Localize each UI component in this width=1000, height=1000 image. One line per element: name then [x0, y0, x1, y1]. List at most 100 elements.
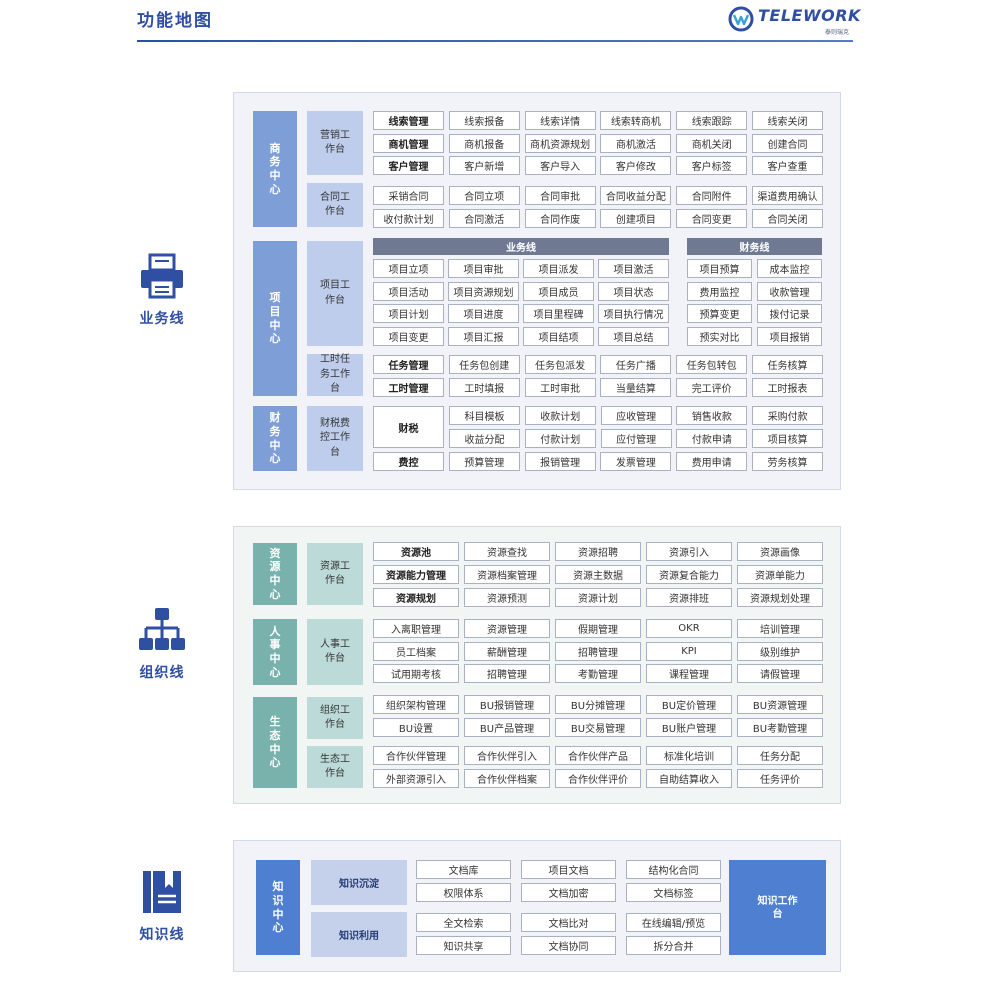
finance-center-label: 财务中心	[269, 411, 281, 466]
function-cell: 任务核算	[752, 355, 823, 374]
function-cell: 渠道费用确认	[752, 186, 823, 205]
function-cell: BU设置	[373, 718, 459, 737]
function-cell: 收益分配	[449, 428, 520, 448]
function-cell: 试用期考核	[373, 664, 459, 683]
function-cell: 假期管理	[555, 619, 641, 638]
org-chart-icon	[139, 608, 185, 650]
function-cell: 当量结算	[600, 377, 672, 397]
function-cell: 资源查找	[464, 542, 550, 561]
function-cell: 项目变更	[373, 326, 444, 346]
hr-center-label: 人事中心	[269, 624, 281, 679]
eco-workbench-label: 生态工作台	[320, 753, 350, 780]
function-cell: 任务广播	[600, 355, 672, 374]
function-cell: 项目结项	[523, 326, 594, 346]
function-cell: 项目核算	[752, 428, 824, 448]
function-cell: 资源画像	[737, 542, 823, 561]
finance-center: 财务中心	[253, 406, 297, 471]
function-cell: 创建合同	[752, 133, 823, 153]
function-cell: 工时报表	[752, 377, 823, 397]
marketing-workbench: 营销工作台	[307, 111, 363, 175]
function-cell: BU分摊管理	[555, 695, 641, 714]
function-cell: 线索管理	[373, 111, 444, 130]
function-cell: 合同收益分配	[600, 186, 672, 205]
function-cell: 项目汇报	[448, 326, 519, 346]
function-cell: 请假管理	[737, 664, 823, 683]
function-cell: 任务评价	[737, 769, 823, 788]
function-cell: 费用申请	[676, 452, 748, 471]
function-cell: OKR	[646, 619, 732, 638]
function-cell: 外部资源引入	[373, 769, 459, 788]
function-cell: 预算变更	[687, 304, 752, 323]
function-cell: 线索跟踪	[676, 111, 748, 130]
commerce-center: 商务中心	[253, 111, 297, 227]
logo-text: TELEWORK	[758, 6, 861, 25]
function-cell: 收款计划	[524, 406, 596, 425]
function-cell: 采购付款	[752, 406, 824, 425]
finance-line-band: 财务线	[687, 238, 822, 255]
function-cell: 线索报备	[448, 111, 520, 130]
function-cell: 项目资源规划	[448, 281, 519, 301]
function-cell: 资源主数据	[555, 565, 641, 584]
company-logo: TELEWORK 泰则瑞克	[728, 4, 860, 36]
function-cell: 项目成员	[523, 281, 594, 301]
function-cell: 培训管理	[737, 619, 823, 638]
function-cell: 任务分配	[737, 746, 823, 765]
function-cell: 工时审批	[524, 377, 596, 397]
function-cell: 发票管理	[600, 452, 672, 471]
function-cell: 课程管理	[646, 664, 732, 683]
function-cell: 合同激活	[448, 208, 520, 228]
function-cell: 客户修改	[600, 156, 672, 175]
function-cell: 客户导入	[524, 156, 596, 175]
function-cell: 任务包派发	[524, 355, 596, 374]
function-cell: 资源复合能力	[646, 565, 732, 584]
function-cell: 资源引入	[646, 542, 732, 561]
function-cell: BU产品管理	[464, 718, 550, 737]
hr-workbench: 人事工作台	[307, 619, 363, 685]
function-cell: 线索详情	[524, 111, 596, 130]
fin-workbench-label: 财税费控工作台	[320, 417, 350, 458]
function-cell: 权限体系	[416, 883, 511, 902]
function-cell: 合作伙伴引入	[464, 746, 550, 765]
logo-subtitle: 泰则瑞克	[825, 29, 850, 36]
function-cell: 商机激活	[600, 133, 672, 153]
hr-center: 人事中心	[253, 619, 297, 685]
function-cell: 劳务核算	[752, 452, 823, 471]
function-cell: 项目派发	[523, 259, 594, 278]
function-cell: 资源计划	[555, 588, 641, 607]
function-cell: 商机报备	[448, 133, 520, 153]
page-title: 功能地图	[137, 11, 213, 31]
function-cell: 成本监控	[757, 259, 822, 278]
function-cell: 招聘管理	[555, 641, 641, 661]
function-cell: 客户管理	[373, 156, 444, 175]
function-cell: 合作伙伴档案	[464, 769, 550, 788]
function-cell: BU定价管理	[646, 695, 732, 714]
function-cell: 资源预测	[464, 588, 550, 607]
business-line-label: 业务线	[127, 252, 197, 328]
function-cell: 资源能力管理	[373, 565, 459, 584]
function-cell: BU考勤管理	[737, 718, 823, 737]
eco-center: 生态中心	[253, 697, 297, 788]
commerce-center-label: 商务中心	[269, 141, 281, 196]
function-cell: 工时管理	[373, 377, 444, 397]
function-cell: 资源档案管理	[464, 565, 550, 584]
function-cell: 项目计划	[373, 304, 444, 323]
function-cell: 资源池	[373, 542, 459, 561]
knowledge-deposit-workbench: 知识沉淀	[311, 860, 407, 905]
function-cell: 收款管理	[757, 281, 822, 301]
function-cell: BU报销管理	[464, 695, 550, 714]
function-cell: 客户新增	[448, 156, 520, 175]
function-cell: 项目立项	[373, 259, 444, 278]
function-cell: 收付款计划	[373, 208, 444, 228]
org-workbench-label: 组织工作台	[320, 704, 350, 731]
function-cell: 薪酬管理	[464, 641, 550, 661]
project-center-label: 项目中心	[269, 291, 281, 346]
function-cell: 合作伙伴评价	[555, 769, 641, 788]
function-cell: 拨付记录	[757, 304, 822, 323]
function-cell: 拆分合并	[626, 936, 721, 955]
function-cell: KPI	[646, 641, 732, 661]
function-cell: 工时填报	[448, 377, 520, 397]
function-cell: 科目模板	[449, 406, 520, 425]
function-cell: 招聘管理	[464, 664, 550, 683]
function-cell: 任务包创建	[448, 355, 520, 374]
function-cell: BU交易管理	[555, 718, 641, 737]
